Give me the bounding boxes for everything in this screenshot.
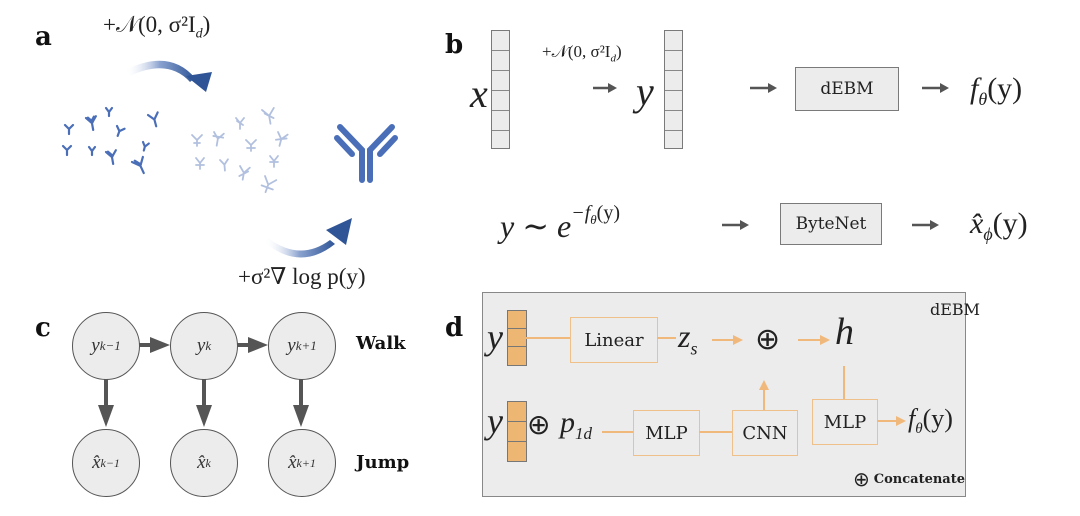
- concat-legend-icon: ⊕: [853, 467, 870, 491]
- arrow-right-icon: [712, 335, 743, 345]
- noisy-var-y: y: [636, 69, 654, 114]
- noise-formula-b-text: +𝒩(0, σ²I: [542, 42, 611, 61]
- noise-formula-b-close: ): [615, 42, 622, 61]
- sample-expression-sup-arg: (y): [596, 202, 620, 225]
- noise-formula-b: +𝒩(0, σ²Id): [542, 42, 622, 64]
- decoder-output-sub: ϕ: [983, 224, 993, 244]
- input-var-x: x: [470, 71, 488, 116]
- jump-node: x̂k−1: [72, 429, 140, 497]
- energy-output: fθ(y): [970, 72, 1022, 110]
- walk-node-var: y: [287, 335, 296, 356]
- walk-label: Walk: [356, 333, 406, 354]
- jump-node-var: x̂: [288, 452, 297, 473]
- antibody-icon: [334, 124, 398, 183]
- sample-expression-sup: −f: [571, 202, 591, 225]
- jump-node-sub: k: [205, 455, 211, 470]
- concat-operator: ⊕: [755, 322, 781, 357]
- dEBM-output-arg: (y): [922, 404, 953, 433]
- h-var: h: [835, 311, 854, 353]
- zs-var-z: z: [678, 318, 691, 354]
- walk-node-sub: k−1: [99, 338, 121, 353]
- arrow-right-icon: [722, 220, 749, 230]
- sample-expression: y ∼ e−fθ(y): [500, 202, 620, 245]
- arrow-right-icon: [922, 83, 949, 93]
- dEBM-output-sub: θ: [915, 421, 923, 438]
- noise-formula-a-text: +𝒩(0, σ²I: [103, 12, 196, 37]
- noisy-vector-y: [664, 30, 683, 149]
- antibody-cluster-noisy-icon: [191, 107, 289, 194]
- debm-architecture-panel: [482, 292, 966, 497]
- jump-label: Jump: [356, 452, 410, 473]
- jump-edge-arrow-icon: [293, 378, 309, 427]
- noise-formula-a: +𝒩(0, σ²Id): [103, 12, 210, 43]
- arrow-right-icon: [877, 416, 906, 426]
- score-formula-a: +σ²∇ log p(y): [238, 264, 366, 289]
- jump-node-sub: k+1: [296, 455, 316, 470]
- concat-operator-input: ⊕: [527, 408, 551, 441]
- debm-box: dEBM: [795, 67, 899, 111]
- jump-edge-arrow-icon: [98, 378, 114, 427]
- walk-node-var: y: [91, 335, 100, 356]
- jump-node-var: x̂: [197, 452, 206, 473]
- jump-edge-arrow-icon: [196, 378, 212, 427]
- energy-output-f: f: [970, 72, 979, 105]
- energy-output-sub: θ: [978, 89, 988, 109]
- panel-b-label: b: [445, 30, 464, 60]
- input-vector-top: [507, 310, 527, 366]
- concat-legend: ⊕ Concatenate: [853, 467, 965, 491]
- jump-node-sub: k−1: [100, 455, 120, 470]
- arrow-right-icon: [593, 83, 617, 93]
- p1d-var-sub: 1d: [575, 424, 592, 443]
- bytenet-box: ByteNet: [780, 203, 882, 245]
- jump-node: x̂k+1: [268, 429, 336, 497]
- zs-var: zs: [678, 318, 697, 359]
- decoder-output-arg: (y): [992, 207, 1028, 240]
- jump-node-var: x̂: [92, 452, 101, 473]
- noise-formula-b-sub: d: [610, 52, 616, 65]
- noise-formula-a-sub: d: [195, 26, 203, 42]
- p1d-var-p: p: [560, 406, 575, 439]
- input-vector-bottom: [507, 401, 527, 462]
- diffusion-arrow-icon: [125, 60, 212, 92]
- dEBM-output-f: f: [908, 404, 916, 433]
- panel-d-label: d: [445, 313, 464, 343]
- jump-node: x̂k: [170, 429, 238, 497]
- decoder-output: x̂ϕ(y): [970, 207, 1028, 245]
- arrow-up-icon: [759, 380, 769, 410]
- linear-box: Linear: [570, 317, 658, 363]
- walk-node-sub: k+1: [295, 338, 317, 353]
- energy-output-arg: (y): [987, 72, 1023, 105]
- p1d-var: p1d: [560, 406, 592, 444]
- arrow-right-icon: [798, 335, 830, 345]
- input-y-bottom: y: [487, 401, 503, 441]
- sample-expression-base: y ∼ e: [500, 208, 572, 244]
- input-vector-x: [491, 30, 510, 149]
- dEBM-output: fθ(y): [908, 404, 953, 438]
- antibody-cluster-clean-icon: [61, 106, 159, 175]
- sample-expression-sup-sub: θ: [590, 212, 597, 228]
- panel-a-label: a: [35, 22, 52, 52]
- cnn-box: CNN: [732, 410, 798, 456]
- arrow-right-icon: [912, 220, 939, 230]
- noise-formula-a-close: ): [202, 12, 211, 37]
- input-y-top: y: [487, 317, 503, 357]
- walk-node-sub: k: [205, 338, 212, 353]
- decoder-output-x: x̂: [970, 207, 984, 240]
- panel-c-label: c: [35, 313, 51, 343]
- walk-edge-arrow-icon: [139, 337, 170, 353]
- debm-title: dEBM: [930, 300, 981, 319]
- concat-legend-text: Concatenate: [873, 471, 966, 487]
- walk-node-var: y: [196, 335, 206, 356]
- zs-var-sub: s: [690, 338, 698, 359]
- arrow-right-icon: [750, 83, 777, 93]
- walk-edge-arrow-icon: [237, 337, 268, 353]
- denoise-arrow-icon: [264, 218, 352, 258]
